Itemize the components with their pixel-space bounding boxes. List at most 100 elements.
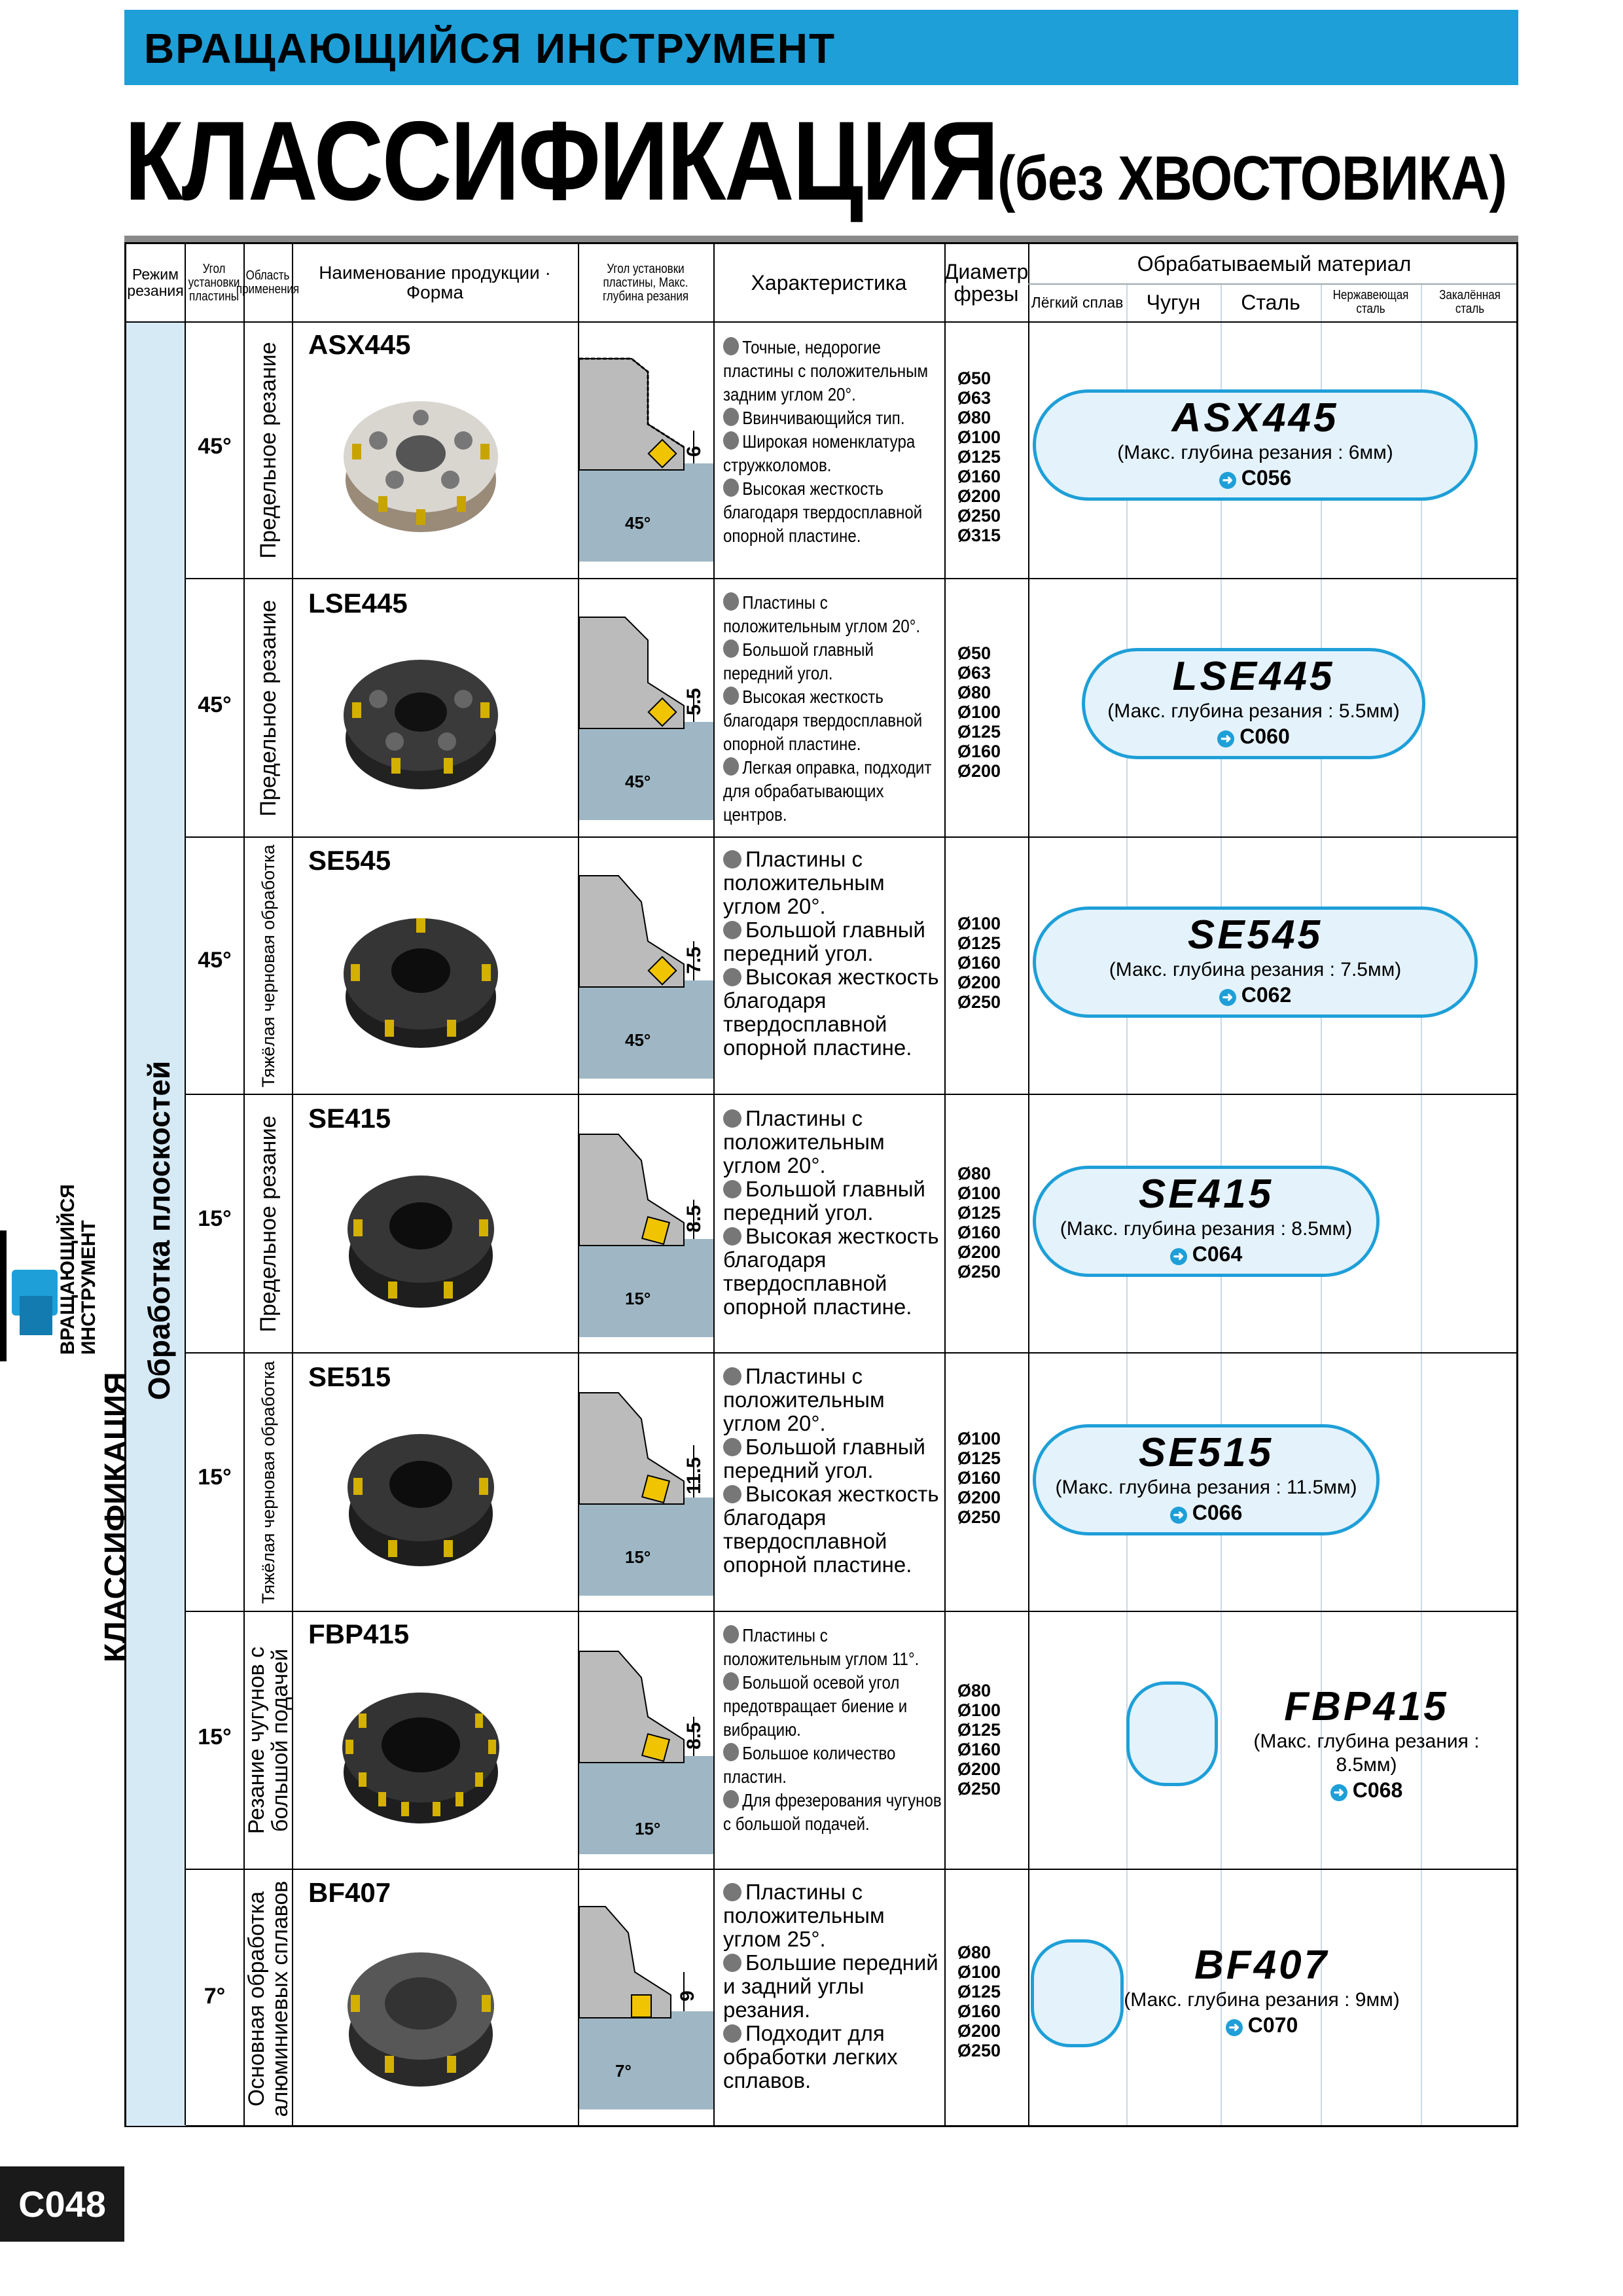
insert-diagram: 9 7° <box>579 1906 713 2109</box>
product-name: FBP415 <box>308 1619 410 1649</box>
product-name: LSE445 <box>308 588 408 619</box>
row-area: Тяжёлая черновая обработка <box>259 844 278 1087</box>
cutter-image <box>348 1434 494 1566</box>
row-area: Предельное резание <box>256 1115 281 1332</box>
row-area: Основная обработка алюминиевых сплавов <box>244 1880 293 2117</box>
row-angle: 15° <box>198 1206 232 1231</box>
product-name: SE415 <box>308 1103 391 1134</box>
row-area: Тяжёлая черновая обработка <box>259 1361 278 1604</box>
arrow-right-icon: ➜ <box>1225 2019 1243 2036</box>
svg-text:45°: 45° <box>625 1030 651 1050</box>
page-number: C048 <box>0 2166 124 2242</box>
col-mode-header: Режим резания <box>127 266 184 299</box>
section-header-band: ВРАЩАЮЩИЙСЯ ИНСТРУМЕНТ <box>124 10 1518 85</box>
page-title-sub: (без ХВОСТОВИКА) <box>997 143 1507 213</box>
insert-diagram: 8.5 15° <box>579 1651 713 1854</box>
arrow-right-icon: ➜ <box>1169 1248 1187 1265</box>
cutter-image <box>344 918 498 1048</box>
col-material-header: Обрабатываемый материал <box>1137 252 1412 276</box>
material-steel: Сталь <box>1241 291 1300 314</box>
material-light-alloy: Лёгкий сплав <box>1031 293 1124 311</box>
material-range-pill[interactable]: SE415 (Макс. глубина резания : 8.5мм) ➜C… <box>1033 1166 1380 1277</box>
mode-label: Обработка плоскостей <box>142 1060 176 1401</box>
cast-iron-range-oval[interactable] <box>1126 1681 1218 1786</box>
svg-text:8.5: 8.5 <box>683 1205 705 1232</box>
features-list: Пластины с положительным углом 25°. Боль… <box>723 1880 938 2092</box>
row-area: Предельное резание <box>256 600 281 816</box>
svg-text:5.5: 5.5 <box>683 688 705 715</box>
arrow-right-icon: ➜ <box>1217 730 1235 747</box>
mode-column-bg <box>126 323 186 2126</box>
section-title: ВРАЩАЮЩИЙСЯ ИНСТРУМЕНТ <box>144 25 836 72</box>
product-name: BF407 <box>308 1877 391 1908</box>
product-name: SE515 <box>308 1361 391 1392</box>
features-list: Точные, недорогие пластины с положительн… <box>723 337 929 546</box>
title-rule <box>124 236 1518 243</box>
material-cast-iron: Чугун <box>1146 291 1201 314</box>
material-range-pill[interactable]: LSE445 (Макс. глубина резания : 5.5мм) ➜… <box>1082 648 1425 759</box>
insert-diagram: 11.5 15° <box>579 1392 713 1596</box>
row-angle: 45° <box>198 692 232 717</box>
svg-text:7.5: 7.5 <box>683 946 705 974</box>
svg-text:7°: 7° <box>615 2061 632 2081</box>
col-product-header: Наименование продукции · Форма <box>319 262 551 302</box>
material-hardened: Закалённая сталь <box>1439 288 1501 316</box>
cutter-image <box>348 1175 494 1308</box>
svg-text:15°: 15° <box>635 1819 660 1839</box>
svg-text:9: 9 <box>677 1990 698 2001</box>
product-range-label: FBP415 (Макс. глубина резания : 8.5мм) ➜… <box>1253 1684 1480 1802</box>
features-list: Пластины с положительным углом 20°. Боль… <box>723 592 932 825</box>
insert-diagram: 8.5 15° <box>579 1134 713 1337</box>
row-angle: 15° <box>198 1465 232 1490</box>
classification-table: Режим резания Угол установки пластины Об… <box>124 242 1518 2127</box>
row-area: Резание чугунов с большой подачей <box>244 1646 293 1835</box>
cutter-image <box>344 660 498 789</box>
arrow-right-icon: ➜ <box>1219 989 1236 1006</box>
material-range-pill[interactable]: SE515 (Макс. глубина резания : 11.5мм) ➜… <box>1033 1424 1380 1535</box>
row-angle: 45° <box>198 948 232 973</box>
product-name: SE545 <box>308 845 391 876</box>
svg-text:45°: 45° <box>625 772 651 791</box>
features-list: Пластины с положительным углом 11°. Боль… <box>723 1625 942 1834</box>
insert-diagram: 5.5 45° <box>579 617 713 820</box>
svg-text:15°: 15° <box>625 1547 651 1567</box>
material-stainless: Нержавеющая сталь <box>1332 288 1409 316</box>
svg-text:45°: 45° <box>625 513 651 533</box>
side-tab-bar <box>0 1230 7 1361</box>
row-angle: 15° <box>198 1725 232 1749</box>
cutter-image <box>344 401 498 532</box>
cutter-image <box>348 1952 494 2087</box>
svg-text:8.5: 8.5 <box>683 1722 705 1749</box>
product-name: ASX445 <box>308 329 411 360</box>
product-range-label: BF407 (Макс. глубина резания : 9мм) ➜C07… <box>1124 1943 1400 2037</box>
light-alloy-range-oval[interactable] <box>1031 1939 1124 2047</box>
cutter-image <box>342 1693 499 1823</box>
col-area-header: Область применения <box>236 268 300 296</box>
svg-text:11.5: 11.5 <box>683 1457 705 1494</box>
row-angle: 7° <box>204 1984 226 2009</box>
arrow-right-icon: ➜ <box>1219 472 1236 489</box>
side-tab: ВРАЩАЮЩИЙСЯ ИНСТРУМЕНТ <box>0 1184 99 1361</box>
features-list: Пластины с положительным углом 20°. Боль… <box>723 1364 939 1577</box>
col-angle-header: Угол установки пластины <box>188 261 240 304</box>
insert-diagram: 7.5 45° <box>579 875 713 1079</box>
col-insert-header: Угол установки пластины, Макс. глубина р… <box>602 261 689 304</box>
page-title: КЛАССИФИКАЦИЯ(без ХВОСТОВИКА) <box>124 98 1507 224</box>
row-angle: 45° <box>198 434 232 459</box>
col-diameter-header: Диаметр фрезы <box>944 260 1029 306</box>
features-list: Пластины с положительным углом 20°. Боль… <box>723 847 939 1060</box>
side-tab-text: ВРАЩАЮЩИЙСЯ ИНСТРУМЕНТ <box>57 1184 99 1355</box>
arrow-right-icon: ➜ <box>1169 1507 1187 1524</box>
svg-text:6: 6 <box>683 446 705 457</box>
material-range-pill[interactable]: ASX445 (Макс. глубина резания : 6мм) ➜C0… <box>1033 389 1478 501</box>
row-area: Предельное резание <box>256 342 281 559</box>
insert-diagram: 6 45° <box>579 357 713 562</box>
features-list: Пластины с положительным углом 20°. Боль… <box>723 1106 939 1319</box>
material-range-pill[interactable]: SE545 (Макс. глубина резания : 7.5мм) ➜C… <box>1033 906 1478 1018</box>
